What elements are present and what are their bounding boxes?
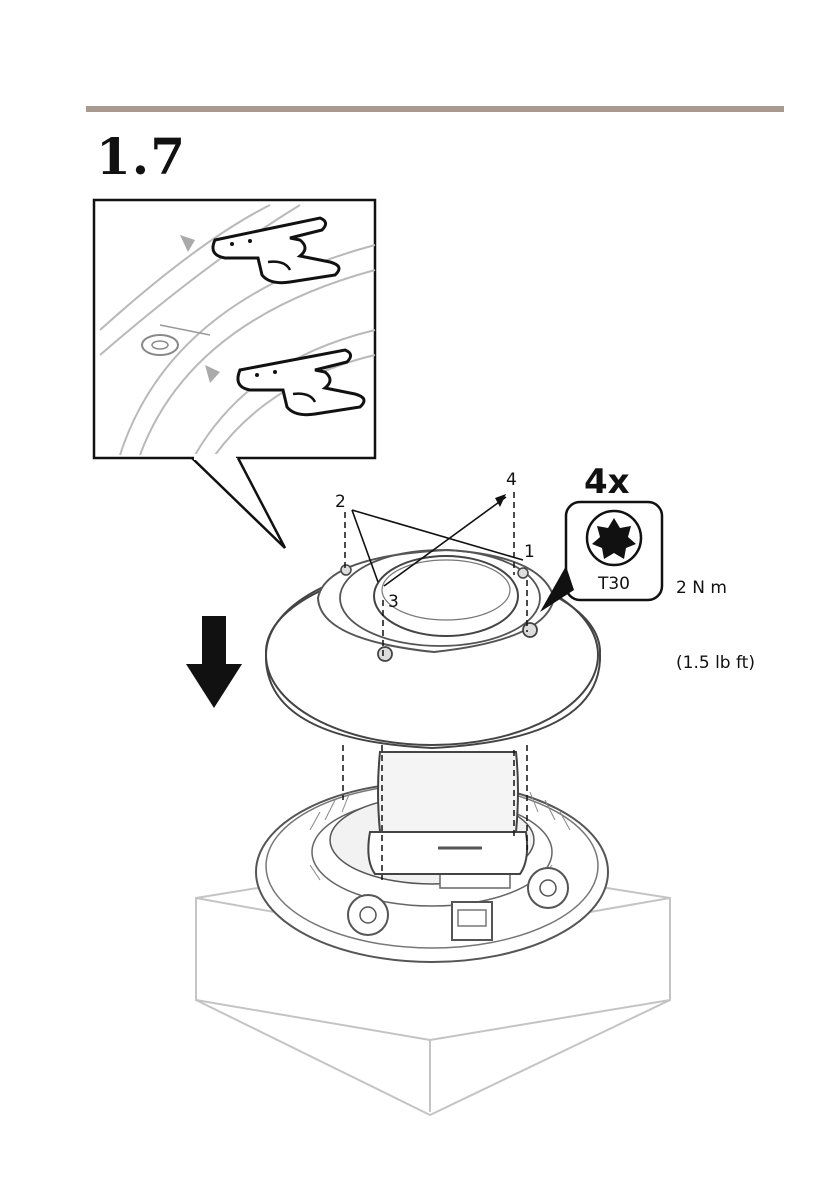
camera-base	[256, 752, 608, 962]
arrow-down-icon	[186, 616, 242, 708]
callout-4: 4	[506, 470, 517, 490]
detail-inset	[94, 200, 375, 458]
torque-spec: 2 N m (1.5 lb ft)	[676, 526, 755, 701]
torque-lbft: (1.5 lb ft)	[676, 651, 755, 676]
top-cover	[266, 550, 600, 748]
callout-3: 3	[388, 592, 399, 612]
quantity-label: 4x	[584, 462, 630, 502]
torque-nm: 2 N m	[676, 576, 755, 601]
bit-label: T30	[572, 574, 656, 594]
callout-2: 2	[335, 492, 346, 512]
callout-1: 1	[524, 542, 535, 562]
torx-bit-icon	[540, 502, 662, 612]
inset-pointer	[192, 458, 285, 548]
